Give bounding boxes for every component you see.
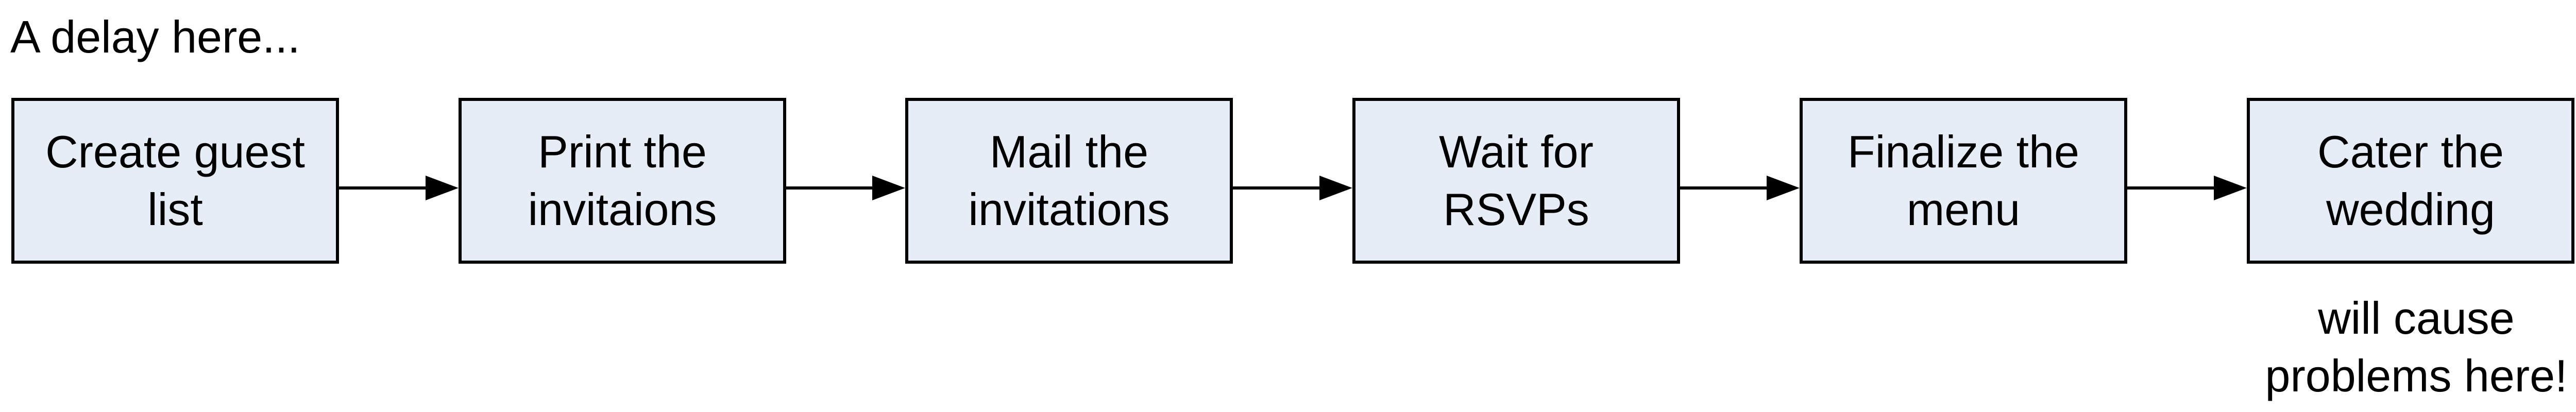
arrow-connector <box>339 176 459 200</box>
arrow-connector <box>786 176 905 200</box>
step-label: Finalize the menu <box>1847 126 2079 235</box>
arrow-connector <box>1233 176 1352 200</box>
step-box-cater-wedding: Cater the wedding <box>2247 98 2574 264</box>
step-box-finalize-menu: Finalize the menu <box>1800 98 2127 264</box>
delay-caption: A delay here... <box>10 11 300 62</box>
step-label: Mail the invitations <box>968 126 1170 235</box>
problems-caption: will cause problems here! <box>2265 293 2568 401</box>
step-box-create-guest-list: Create guest list <box>11 98 339 264</box>
step-box-wait-for-rsvps: Wait for RSVPs <box>1352 98 1680 264</box>
step-label: Print the invitaions <box>528 126 717 235</box>
arrow-connector <box>2127 176 2247 200</box>
step-box-mail-invitations: Mail the invitations <box>905 98 1233 264</box>
step-label: Wait for RSVPs <box>1439 126 1594 235</box>
step-box-print-invitations: Print the invitaions <box>459 98 786 264</box>
arrow-connector <box>1680 176 1800 200</box>
step-label: Cater the wedding <box>2317 126 2504 235</box>
step-label: Create guest list <box>45 126 305 235</box>
